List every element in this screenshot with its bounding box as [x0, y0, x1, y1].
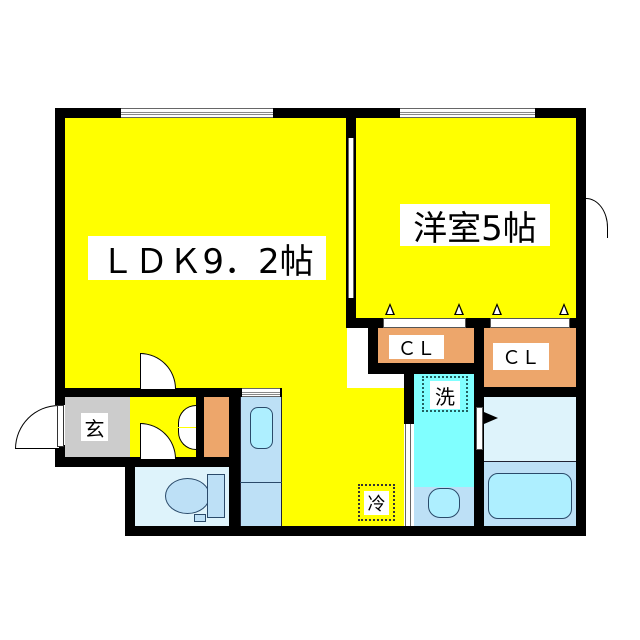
- counter-divider: [240, 482, 282, 483]
- closet-marker-icon: [559, 303, 569, 315]
- entrance-label-text: 玄: [84, 416, 105, 441]
- wall-closet-top: [346, 318, 586, 328]
- western-room-door: [586, 198, 608, 238]
- ldk-label-text: ＬＤＫ9．2帖: [100, 241, 314, 282]
- western-room-label-text: 洋室5帖: [413, 208, 537, 249]
- toilet-handle-icon: [194, 514, 206, 522]
- sliding-door-ldk-western: [348, 138, 354, 298]
- fridge-label-text: 冷: [367, 494, 386, 515]
- bathroom-door-arrow-icon: [484, 412, 498, 424]
- closet-marker-icon: [385, 303, 395, 315]
- closet-1-label-text: ＣＬ: [397, 337, 436, 360]
- ldk-label: ＬＤＫ9．2帖: [88, 236, 326, 282]
- storage-floor: [204, 397, 229, 457]
- toilet-tank-icon: [207, 474, 225, 518]
- fridge-space-box: 冷: [358, 484, 395, 521]
- closet-marker-icon: [492, 303, 502, 315]
- bathtub-icon: [488, 473, 572, 519]
- sink-icon: [250, 407, 273, 449]
- entrance-door-frame: [57, 405, 64, 447]
- wall-toilet-left: [125, 457, 135, 536]
- closet-marker-icon: [454, 303, 464, 315]
- entrance-door: [15, 405, 59, 449]
- wall-top: [55, 108, 586, 118]
- wall-left-ldk: [55, 108, 65, 405]
- sliding-door-washroom: [405, 424, 411, 526]
- wall-entrance-left-lower: [55, 445, 65, 467]
- wall-entrance-bottom: [55, 457, 229, 467]
- bathroom-door: [476, 407, 483, 450]
- washer-label: 洗: [430, 381, 460, 409]
- washer-label-text: 洗: [435, 384, 455, 409]
- wall-washroom-left: [404, 374, 414, 424]
- wall-storage-left: [196, 397, 204, 457]
- closet-1-label: ＣＬ: [389, 335, 444, 360]
- wall-closet1-left: [368, 318, 378, 373]
- closet-2-label-text: ＣＬ: [501, 347, 540, 369]
- toilet-bowl-icon: [165, 478, 210, 514]
- closet-2-door: [490, 318, 570, 328]
- western-room-label: 洋室5帖: [400, 204, 550, 249]
- western-room-window: [400, 108, 535, 118]
- washer-space-box: 洗: [422, 376, 468, 412]
- wall-bottom: [125, 526, 586, 536]
- closet-1-door: [383, 318, 466, 328]
- ldk-window: [121, 108, 273, 118]
- closet-2-label: ＣＬ: [493, 343, 549, 370]
- wall-closet1-bottom: [368, 363, 484, 374]
- entrance-label: 玄: [81, 413, 108, 441]
- wall-entrance-top: [55, 388, 282, 397]
- fridge-label: 冷: [364, 491, 389, 515]
- wall-kitchen-left: [229, 388, 240, 526]
- kitchen-window: [242, 388, 280, 397]
- wall-closet2-bottom: [484, 387, 576, 397]
- washbasin-icon: [428, 488, 460, 518]
